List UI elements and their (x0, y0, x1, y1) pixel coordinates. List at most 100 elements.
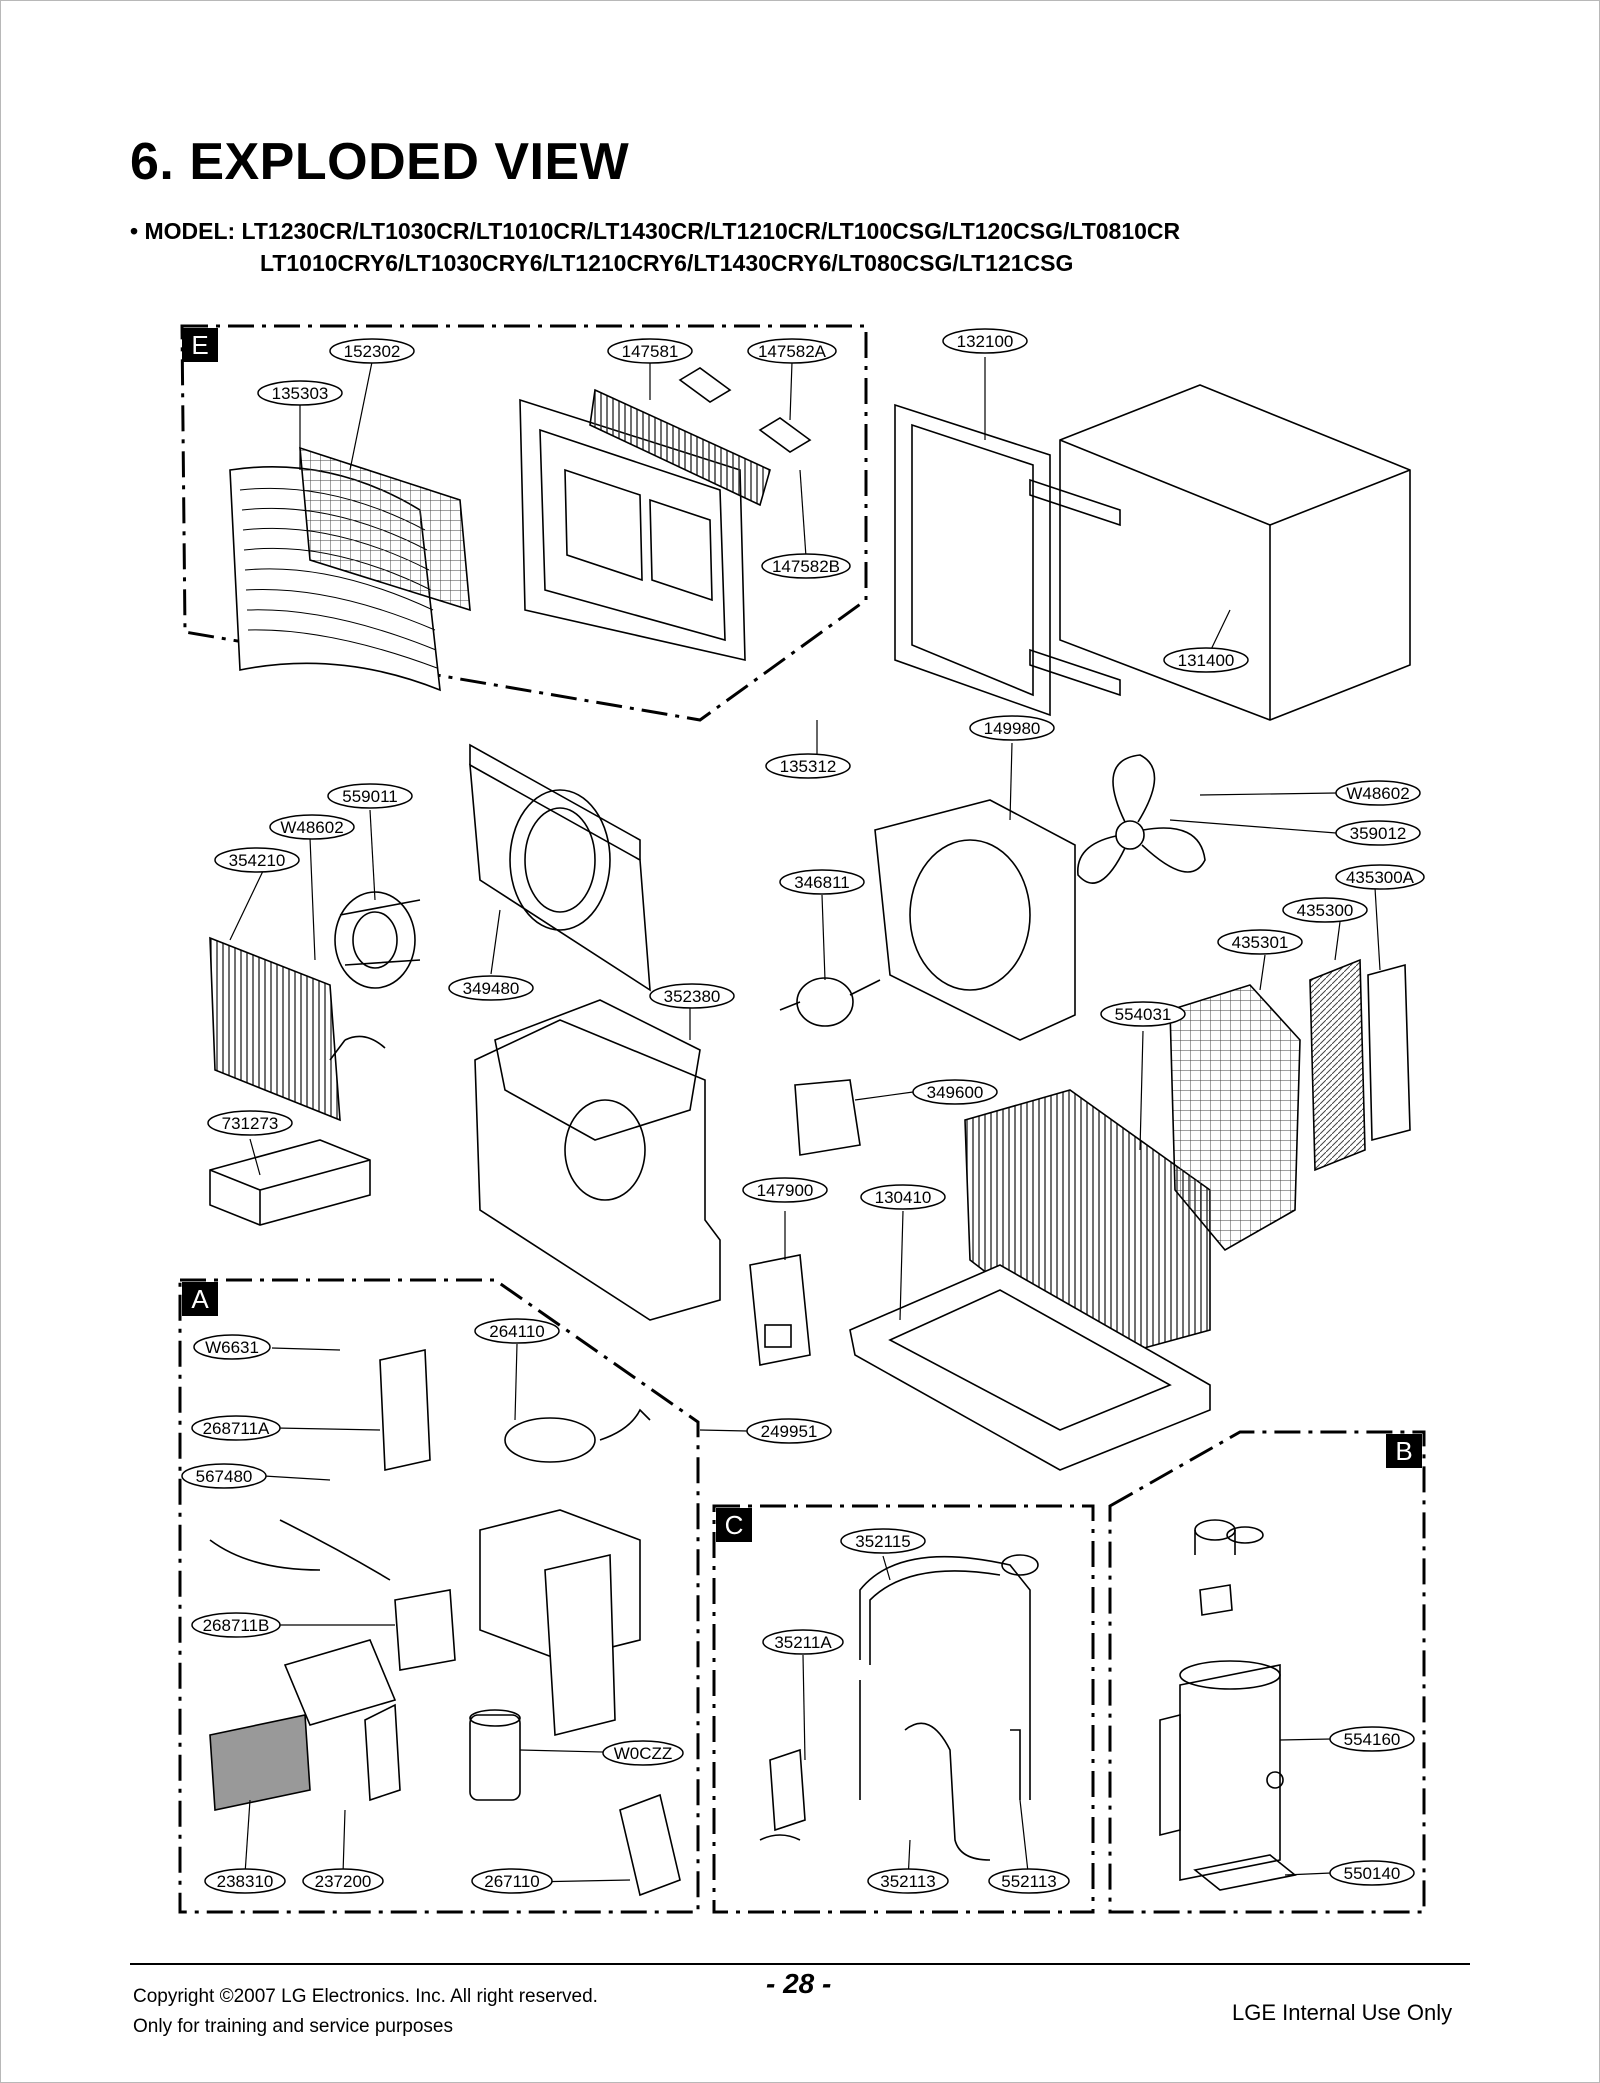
model-list-line-1: • MODEL: LT1230CR/LT1030CR/LT1010CR/LT14… (130, 218, 1181, 244)
part-label-w48602-left: W48602 (269, 814, 355, 840)
part-label-349480: 349480 (448, 975, 534, 1001)
suction-pipe-shape (859, 1555, 1031, 1800)
part-label-135303: 135303 (257, 380, 343, 406)
pcb-main-shape (379, 1349, 431, 1471)
part-label-237200: 237200 (302, 1868, 384, 1894)
svg-text:435300: 435300 (1297, 901, 1354, 920)
svg-text:352113: 352113 (880, 1872, 935, 1891)
model-list-line-2: LT1010CRY6/LT1030CRY6/LT1210CRY6/LT1430C… (260, 250, 1074, 276)
svg-text:149980: 149980 (984, 719, 1041, 738)
evaporator-shape (209, 936, 341, 1122)
svg-text:268711A: 268711A (203, 1419, 270, 1438)
part-label-w0czz: W0CZZ (602, 1740, 684, 1766)
svg-text:W6631: W6631 (205, 1338, 259, 1357)
svg-text:550140: 550140 (1344, 1864, 1401, 1883)
part-label-249951: 249951 (746, 1418, 832, 1444)
section-b-tag: B (1386, 1434, 1422, 1468)
part-label-147581: 147581 (607, 338, 693, 364)
svg-text:435300A: 435300A (1346, 868, 1415, 887)
part-label-268711a: 268711A (191, 1415, 281, 1441)
section-c-frame (712, 1504, 1095, 1914)
svg-text:249951: 249951 (761, 1422, 818, 1441)
part-label-435300a: 435300A (1335, 864, 1425, 890)
part-label-346811: 346811 (779, 869, 865, 895)
svg-text:352380: 352380 (664, 987, 721, 1006)
compressor-shape (1179, 1664, 1281, 1881)
svg-text:264110: 264110 (489, 1322, 544, 1341)
part-label-352115: 352115 (840, 1528, 926, 1554)
part-label-567480: 567480 (181, 1463, 267, 1489)
copyright-text: Copyright ©2007 LG Electronics. Inc. All… (133, 1986, 598, 2007)
cabinet-shape (1059, 384, 1411, 721)
svg-text:147581: 147581 (622, 342, 679, 361)
svg-text:435301: 435301 (1232, 933, 1289, 952)
base-pan-shape (849, 1264, 1211, 1471)
part-label-354210: 354210 (214, 847, 300, 873)
svg-text:349480: 349480 (463, 979, 520, 998)
fan-motor-shape (796, 977, 854, 1027)
part-label-264110: 264110 (474, 1318, 560, 1344)
part-label-238310: 238310 (204, 1868, 286, 1894)
propeller-fan-shape (1077, 754, 1206, 884)
page-title: 6. EXPLODED VIEW (130, 133, 630, 191)
section-b-frame (1108, 1430, 1426, 1914)
svg-text:W0CZZ: W0CZZ (614, 1744, 673, 1763)
wire-guard-shape (1169, 984, 1301, 1252)
part-label-149980: 149980 (969, 715, 1055, 741)
part-label-131400: 131400 (1163, 647, 1249, 673)
svg-text:147900: 147900 (757, 1181, 814, 1200)
training-notice: Only for training and service purposes (133, 2016, 453, 2037)
part-label-147582b: 147582B (761, 553, 851, 579)
part-label-352380: 352380 (649, 983, 735, 1009)
svg-text:352115: 352115 (855, 1532, 910, 1551)
part-label-135312: 135312 (765, 753, 851, 779)
base-shroud-shape (474, 1019, 721, 1321)
remote-control-shape (619, 1793, 681, 1897)
part-label-130410: 130410 (860, 1184, 946, 1210)
svg-text:W48602: W48602 (280, 818, 343, 837)
svg-text:559011: 559011 (342, 787, 397, 806)
page-number: - 28 - (766, 1968, 832, 1999)
svg-text:552113: 552113 (1001, 1872, 1056, 1891)
condenser-shroud-shape (874, 799, 1076, 1041)
svg-text:147582B: 147582B (772, 557, 840, 576)
internal-use-notice: LGE Internal Use Only (1232, 2000, 1453, 2025)
svg-text:135312: 135312 (780, 757, 837, 776)
part-label-35211a: 35211A (762, 1629, 844, 1655)
part-label-559011: 559011 (327, 783, 413, 809)
control-panel-shape (209, 1714, 311, 1811)
part-label-349600: 349600 (912, 1079, 998, 1105)
svg-text:349600: 349600 (927, 1083, 984, 1102)
section-a-tag: A (182, 1282, 218, 1316)
part-label-132100: 132100 (942, 328, 1028, 354)
svg-text:268711B: 268711B (203, 1616, 270, 1635)
section-a-frame (178, 1278, 700, 1914)
part-label-147900: 147900 (742, 1177, 828, 1203)
capacitor-shape (469, 1714, 521, 1801)
svg-text:35211A: 35211A (774, 1633, 832, 1652)
part-label-359012: 359012 (1335, 820, 1421, 846)
svg-text:238310: 238310 (217, 1872, 274, 1891)
svg-text:346811: 346811 (794, 873, 849, 892)
part-label-552113: 552113 (988, 1868, 1070, 1894)
svg-text:267110: 267110 (484, 1872, 539, 1891)
svg-text:135303: 135303 (272, 384, 329, 403)
svg-text:237200: 237200 (315, 1872, 372, 1891)
part-label-152302: 152302 (329, 338, 415, 364)
part-label-550140: 550140 (1329, 1860, 1415, 1886)
svg-text:554160: 554160 (1344, 1730, 1401, 1749)
svg-text:130410: 130410 (875, 1188, 932, 1207)
part-label-268711b: 268711B (191, 1612, 281, 1638)
svg-text:567480: 567480 (196, 1467, 253, 1486)
part-label-w48602-right: W48602 (1335, 780, 1421, 806)
svg-text:W48602: W48602 (1346, 784, 1409, 803)
side-louver-shape (1309, 958, 1366, 1172)
air-filter-shape (299, 446, 471, 612)
section-e-frame (180, 324, 868, 722)
shroud-shape (469, 763, 651, 992)
pcb-display-shape (394, 1589, 456, 1671)
svg-text:132100: 132100 (957, 332, 1014, 351)
part-label-554031: 554031 (1100, 1001, 1186, 1027)
part-label-w6631: W6631 (193, 1334, 271, 1360)
svg-text:354210: 354210 (229, 851, 286, 870)
